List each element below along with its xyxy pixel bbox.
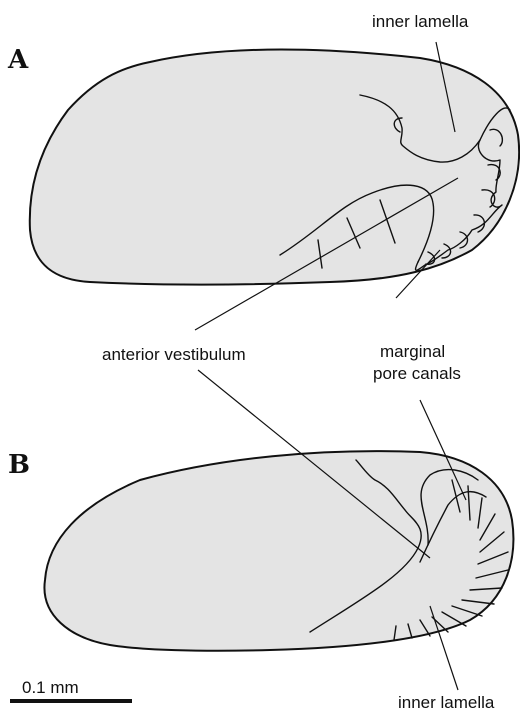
panel-b: B — [8, 450, 513, 651]
scale-bar-label: 0.1 mm — [22, 678, 79, 697]
panel-b-carapace-outline — [44, 451, 513, 651]
panel-a: A — [7, 45, 519, 285]
scale-bar-line — [10, 699, 132, 703]
label-inner-lamella-bottom: inner lamella — [398, 693, 495, 712]
scale-bar: 0.1 mm — [10, 678, 132, 703]
label-marginal-pore-canals-line2: pore canals — [373, 364, 461, 383]
panel-b-letter: B — [8, 450, 30, 480]
panel-a-carapace-outline — [30, 50, 519, 285]
label-anterior-vestibulum: anterior vestibulum — [102, 345, 246, 364]
label-inner-lamella-top: inner lamella — [372, 12, 469, 31]
panel-a-letter: A — [7, 45, 29, 75]
label-marginal-pore-canals-line1: marginal — [380, 342, 445, 361]
